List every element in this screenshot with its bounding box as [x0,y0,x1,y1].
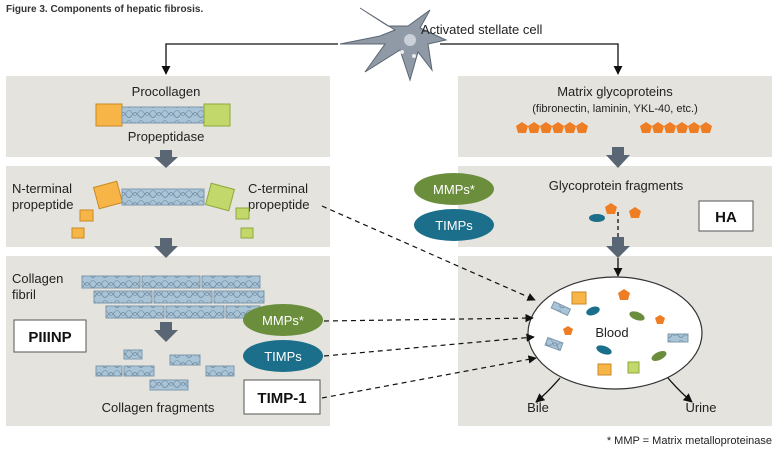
n-terminal-label-2: propeptide [12,197,73,212]
collagen-label-1: Collagen [12,271,63,286]
matrix-glycoprotein-panel [458,76,772,157]
glycoprotein-fragment-shapes [589,203,641,222]
arrow-to-procollagen [161,43,338,75]
collagen-fragments-label: Collagen fragments [102,400,215,415]
down-arrow-3 [154,322,178,342]
mmps-label-right: MMPs* [433,182,475,197]
down-arrow-right-2 [606,237,630,258]
stellate-cell-icon [339,7,448,82]
piiinp-label: PIIINP [28,329,71,346]
c-terminal-label-2: propeptide [248,197,309,212]
down-arrow-right-1 [606,147,630,168]
blood-label: Blood [595,325,628,340]
blood-circle [527,276,703,390]
procollagen-molecule [95,103,231,127]
timps-pill-right [414,209,494,241]
matrix-glycoproteins-sub: (fibronectin, laminin, YKL-40, etc.) [532,103,697,115]
stellate-cell-label: Activated stellate cell [421,22,543,37]
down-arrow-1 [154,150,178,168]
bile-label: Bile [527,400,549,415]
glycoprotein-chain [516,122,712,133]
timp1-box [243,379,321,415]
arrow-to-urine [667,377,693,403]
arrow-to-bile [535,377,561,403]
timps-label-left: TIMPs [264,349,302,364]
procollagen-label: Procollagen [132,84,201,99]
collagen-label-2: fibril [12,287,36,302]
blood-contents [544,289,689,376]
dashed-arrow-timps [323,333,535,357]
footnote: * MMP = Matrix metalloproteinase [607,435,772,447]
ha-label: HA [715,209,737,226]
propeptidase-label: Propeptidase [128,129,205,144]
ha-box [698,200,754,232]
mmps-pill-right [414,173,494,205]
arrow-to-matrix [440,43,623,75]
propeptide-panel [6,166,330,247]
piiinp-box [13,319,87,353]
dashed-arrow-mmps [323,313,534,323]
mmps-label-left: MMPs* [262,313,304,328]
collagen-fragments [95,349,235,391]
n-terminal-label-1: N-terminal [12,181,72,196]
collagen-fibril [81,275,265,319]
mmps-pill-left [243,304,323,336]
down-arrow-2 [154,238,178,258]
cleaved-procollagen [71,180,254,239]
matrix-glycoproteins-label: Matrix glycoproteins [557,84,673,99]
dashed-arrow-timp1 [321,355,537,399]
c-terminal-label-1: C-terminal [248,181,308,196]
timp1-label: TIMP-1 [257,390,306,407]
dashed-arrow-c-terminal [321,205,536,301]
timps-label-right: TIMPs [435,218,473,233]
glycoprotein-fragments-label: Glycoprotein fragments [549,178,684,193]
urine-label: Urine [685,400,716,415]
figure-title: Figure 3. Components of hepatic fibrosis… [6,4,203,15]
timps-pill-left [243,340,323,372]
